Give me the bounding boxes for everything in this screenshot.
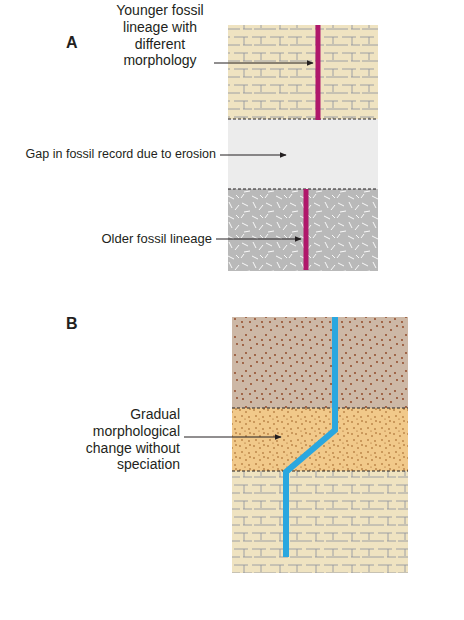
older-lineage-bar (304, 189, 309, 270)
lineage-bar (286, 317, 335, 557)
callout-label: Gradual morphological change without spe… (78, 406, 180, 473)
unconformity-line (228, 119, 378, 120)
erosion-gap (228, 119, 378, 189)
callout-label: Younger fossil lineage with different mo… (110, 2, 210, 69)
panel-letter: A (66, 33, 96, 52)
leader-arrow (214, 63, 313, 64)
younger-lineage-bar (316, 25, 321, 120)
limestone-layer (228, 25, 378, 119)
leader-arrow (184, 437, 281, 438)
limestone-layer (232, 471, 408, 573)
older-rock-layer (228, 189, 378, 271)
callout-label: Gap in fossil record due to erosion (10, 147, 216, 162)
bed-boundary (232, 408, 408, 409)
leader-arrow (220, 155, 286, 156)
panel-letter: B (66, 314, 96, 333)
callout-label: Older fossil lineage (40, 231, 212, 247)
unconformity-line (228, 189, 378, 190)
leader-arrow (216, 239, 301, 240)
sandstone-layer (232, 317, 408, 408)
bed-boundary (232, 471, 408, 472)
